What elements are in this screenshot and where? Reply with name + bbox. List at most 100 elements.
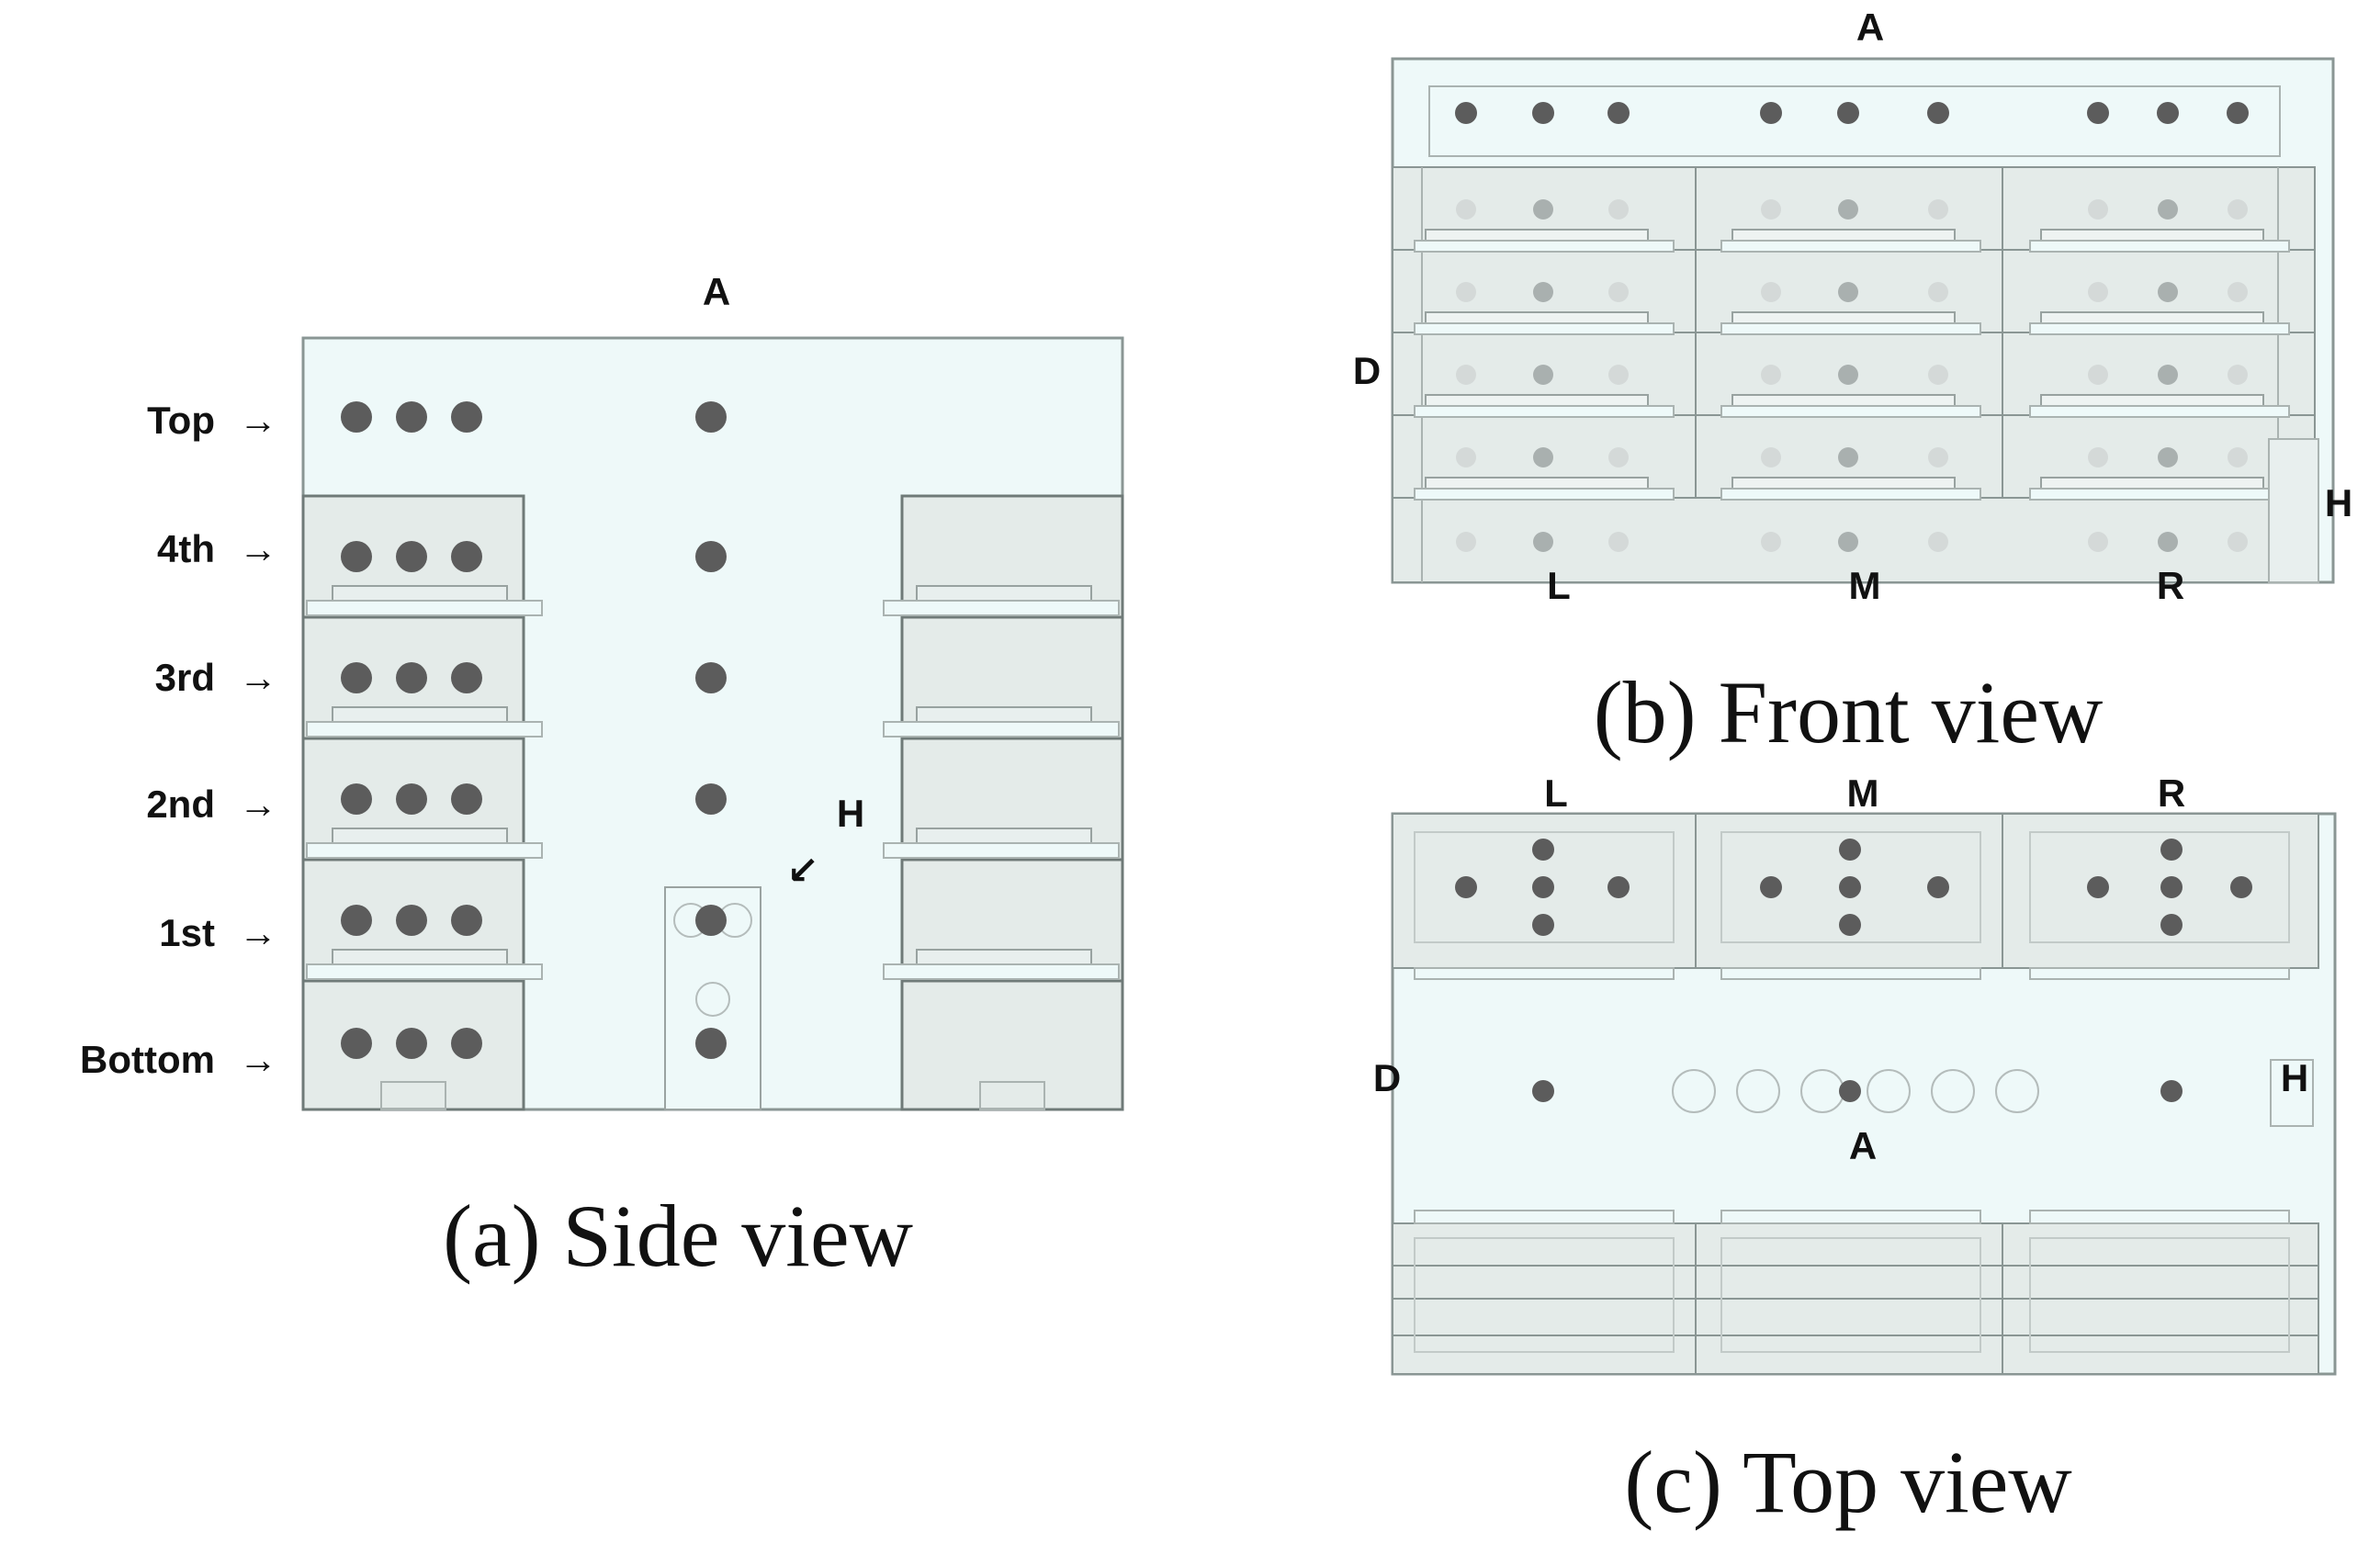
shelf-lip	[1720, 322, 1981, 335]
shelf-lip	[306, 842, 543, 859]
shelf-lip	[1414, 488, 1675, 501]
shelf-lip	[1414, 240, 1675, 253]
side-view-arrow-h: ↙	[786, 849, 818, 892]
top-view-label-a: A	[1849, 1124, 1877, 1167]
sensor-point	[2158, 365, 2178, 385]
tray	[1720, 1237, 1981, 1353]
tray	[2040, 229, 2264, 242]
sensor-point	[1837, 102, 1859, 124]
front-view-label-a: A	[1856, 6, 1884, 49]
shelf-lip	[1720, 1210, 1981, 1224]
level-label: 1st	[159, 911, 215, 954]
heater-outline-circle	[695, 982, 730, 1017]
sensor-point	[341, 905, 372, 936]
sensor-point	[1532, 102, 1554, 124]
top-view-label-r: R	[2158, 772, 2185, 815]
top-view-sensors	[1455, 839, 2252, 1102]
shelf-lip	[1414, 322, 1675, 335]
sensor-point	[341, 541, 372, 572]
heater-outline-circle	[1672, 1069, 1716, 1113]
sensor-point	[1839, 839, 1861, 861]
front-view-heater	[2268, 438, 2319, 583]
side-view-sensors	[341, 401, 727, 1059]
sensor-point	[2157, 102, 2179, 124]
heater-outline-circle	[1995, 1069, 2039, 1113]
top-view-label-m: M	[1847, 772, 1879, 815]
sensor-point	[1533, 447, 1553, 467]
tray	[916, 585, 1092, 602]
sensor-point	[341, 1028, 372, 1059]
sensor-point	[1532, 839, 1554, 861]
sensor-point	[2228, 532, 2248, 552]
sensor-point	[2088, 365, 2108, 385]
shelf-lip	[883, 600, 1120, 616]
shelf-lip	[2029, 405, 2290, 418]
sensor-point	[396, 541, 427, 572]
level-label: Bottom	[80, 1038, 215, 1081]
sensor-point	[2158, 282, 2178, 302]
sensor-point	[451, 662, 482, 693]
sensor-point	[2228, 447, 2248, 467]
side-view-panel: A H ↙ Top → 4th → 3rd → 2nd → 1st → Bott…	[80, 270, 1124, 1285]
sensor-point	[341, 783, 372, 815]
sensor-point	[2158, 532, 2178, 552]
shelf-lip	[2029, 322, 2290, 335]
side-view-label-a: A	[703, 270, 730, 313]
sensor-point	[2227, 102, 2249, 124]
shelf-lip	[1720, 967, 1981, 980]
tray	[332, 949, 508, 965]
sensor-point	[2088, 199, 2108, 220]
shelf-lip	[883, 842, 1120, 859]
front-view-panel: A D H L M R (b) Front view	[1353, 6, 2352, 761]
sensor-point	[1456, 447, 1476, 467]
front-view-caption: (b) Front view	[1594, 663, 2104, 761]
tray	[1425, 311, 1649, 324]
sensor-point	[1838, 447, 1858, 467]
tray	[2040, 394, 2264, 407]
shelf-lip	[2029, 488, 2290, 501]
sensor-point	[1761, 282, 1781, 302]
tray	[332, 706, 508, 723]
sensor-point	[1838, 199, 1858, 220]
level-arrow: →	[239, 527, 277, 570]
sensor-point	[1928, 532, 1948, 552]
sensor-point	[396, 905, 427, 936]
sensor-point	[1928, 282, 1948, 302]
sensor-point	[1839, 876, 1861, 898]
sensor-point	[1607, 876, 1630, 898]
sensor-point	[695, 905, 727, 936]
sensor-point	[2228, 282, 2248, 302]
sensor-point	[1928, 199, 1948, 220]
sensor-point	[1608, 282, 1629, 302]
sensor-point	[1456, 199, 1476, 220]
shelf-lip	[306, 600, 543, 616]
level-arrow: →	[239, 399, 277, 442]
sensor-point	[2160, 914, 2183, 936]
level-label: Top	[147, 399, 215, 442]
tray	[916, 949, 1092, 965]
sensor-point	[1533, 532, 1553, 552]
sensor-point	[1455, 102, 1477, 124]
front-view-sensors	[1455, 102, 2249, 552]
level-label: 3rd	[155, 656, 215, 699]
sensor-point	[2087, 876, 2109, 898]
sensor-point	[1532, 876, 1554, 898]
level-arrow: →	[239, 1038, 277, 1081]
sensor-point	[695, 1028, 727, 1059]
sensor-point	[695, 541, 727, 572]
sensor-point	[695, 662, 727, 693]
top-view-shelves	[1393, 814, 2318, 1374]
shelf-lip	[306, 721, 543, 738]
side-view-level-labels: Top → 4th → 3rd → 2nd → 1st → Bottom →	[80, 399, 277, 1081]
sensor-point	[2088, 532, 2108, 552]
sensor-point	[1838, 282, 1858, 302]
sensor-point	[1608, 365, 1629, 385]
front-view-label-r: R	[2157, 564, 2184, 607]
sensor-point	[2160, 876, 2183, 898]
tray	[1731, 229, 1956, 242]
top-view-label-l: L	[1544, 772, 1568, 815]
top-view-label-h: H	[2281, 1056, 2308, 1099]
tray	[1425, 229, 1649, 242]
sensor-point	[1533, 199, 1553, 220]
